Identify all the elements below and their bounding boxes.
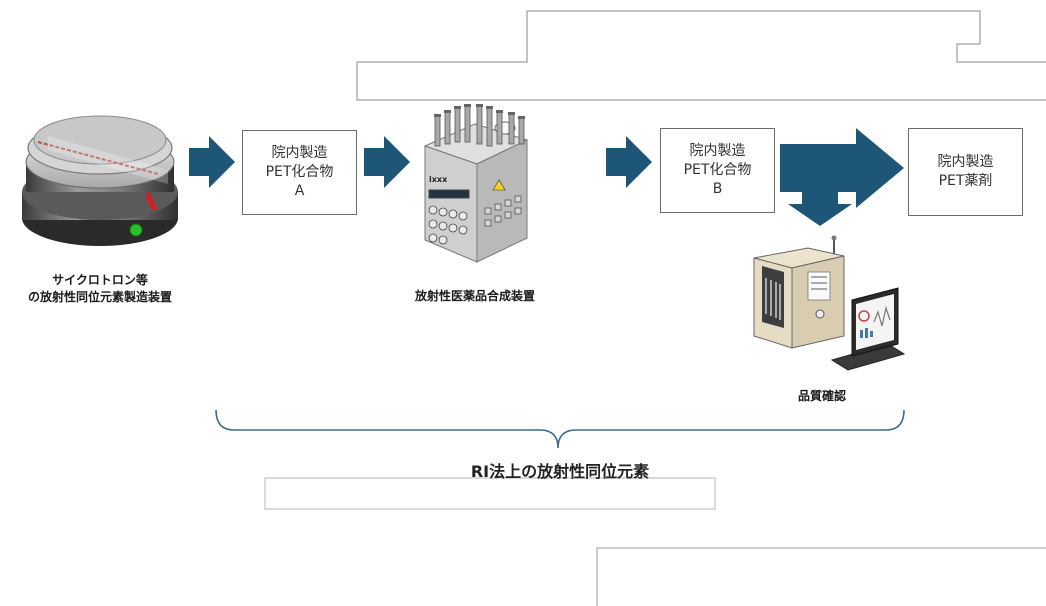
compound-a-line2: PET化合物	[265, 164, 334, 180]
flow-arrow-3	[606, 136, 652, 188]
cyclotron-icon	[22, 115, 178, 246]
compound-b-line2: PET化合物	[683, 162, 752, 178]
final-product-line1: 院内製造	[937, 154, 994, 170]
quality-control-label-text: 品質確認	[797, 389, 846, 403]
cyclotron-label-line2: の放射性同位元素製造装置	[27, 290, 172, 304]
flow-arrow-1	[189, 136, 235, 188]
compound-b-line3: B	[712, 181, 723, 197]
flow-arrow-2	[364, 136, 410, 188]
cyclotron-label-line1: サイクロトロン等	[52, 273, 148, 287]
synthesizer-label: 放射性医薬品合成装置	[395, 288, 555, 305]
range-bracket	[215, 409, 905, 449]
quality-control-icon	[753, 235, 906, 371]
synthesizer-brand: ixxx	[429, 175, 448, 184]
synthesizer-label-text: 放射性医薬品合成装置	[414, 289, 535, 303]
compound-a-box: 院内製造 PET化合物 A	[242, 130, 357, 215]
compound-b-line1: 院内製造	[689, 143, 746, 159]
quality-control-label: 品質確認	[782, 388, 862, 405]
bracket-label: RI法上の放射性同位元素	[470, 462, 650, 481]
compound-a-line3: A	[294, 183, 305, 199]
compound-b-box: 院内製造 PET化合物 B	[660, 128, 775, 213]
cyclotron-label: サイクロトロン等 の放射性同位元素製造装置	[0, 272, 200, 306]
flow-arrow-4-branch	[780, 128, 904, 226]
final-product-line2: PET薬剤	[938, 173, 993, 189]
synthesizer-icon: ixxx	[423, 104, 529, 263]
final-product-box: 院内製造 PET薬剤	[908, 128, 1023, 216]
compound-a-line1: 院内製造	[271, 145, 328, 161]
